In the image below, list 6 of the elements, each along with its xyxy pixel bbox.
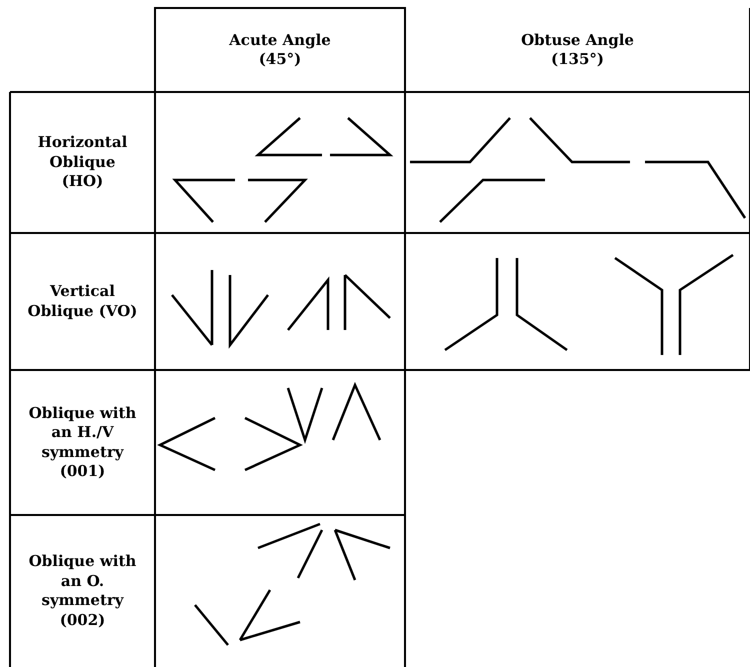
row-header: Horizontal Oblique (HO) [36,133,128,192]
column-header: Obtuse Angle (135°) [520,30,635,70]
row-header: Vertical Oblique (VO) [28,282,138,321]
column-header: Acute Angle (45°) [228,30,332,70]
row-header: Oblique with an O. symmetry (002) [28,552,138,630]
row-header: Oblique with an H./V symmetry (001) [28,404,138,482]
